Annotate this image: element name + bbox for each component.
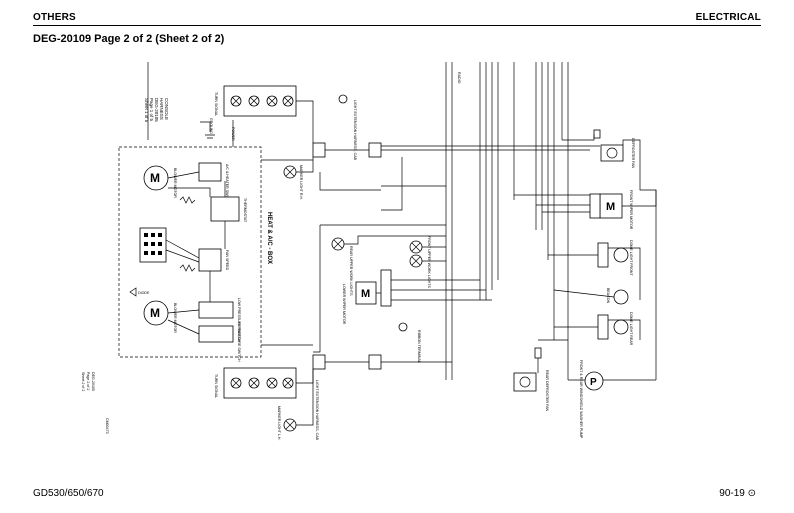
section-header-left: OTHERS: [33, 12, 76, 23]
dome-light-front-icon: [613, 247, 629, 263]
beacon-label: BEACON: [606, 288, 610, 304]
rear-defroster-fan: [513, 372, 537, 392]
connector-top-right: [368, 142, 382, 158]
washer-pump-label: FRONT & REAR WINDSHIELD WASHER PUMP: [579, 360, 583, 439]
thermostat: [210, 196, 240, 222]
console-ref-line5: Sheet 1 of 5: [144, 98, 149, 123]
hi-pressure-switch: [198, 325, 234, 343]
defroster-fan-label: DEFROSTER FAN: [631, 138, 635, 169]
side-ref: DEG-20105 Page 2 of 2 Sheet 2 of 2: [81, 372, 95, 391]
hi-pressure-switch-label: HI PRESSURE SWITCH: [237, 322, 241, 362]
front-wiper-connector: [589, 193, 601, 219]
console-ref-line1: CONSOLE: [164, 98, 169, 120]
front-wiper-motor-label: FRONT WIPER MOTOR: [629, 190, 633, 230]
box-internal-wires: [165, 171, 226, 335]
console-ref-line2: HARNESS: [159, 98, 164, 120]
rear-upper-work-lights-label: REAR UPPER WORK LIGHTS: [349, 246, 353, 296]
ribbon-terminal-label: RIBBON TERMINAL: [417, 330, 421, 363]
lower-wiper-motor-label: LOWER WIPER MOTOR: [342, 284, 346, 325]
ac-heater-switch: [198, 162, 222, 182]
marker-light-rh-label: MARKER LIGHT R.H.: [299, 165, 303, 200]
front-upper-work-lights-label: FRONT UPPER WORK LIGHTS: [427, 236, 431, 288]
header-rule: [33, 25, 761, 26]
diode-icon: [129, 287, 137, 297]
light-extension-top-label: LIGHT EXTENSION HARNESS, CAB: [353, 100, 357, 161]
side-ref-code: CM00473: [105, 418, 109, 434]
console-ref-line3: DEG-20105: [154, 98, 159, 122]
thermostat-label: THERMOSTAT: [243, 198, 247, 223]
resistor-zigzag-2: [179, 264, 196, 272]
footer-page: 90-19 ⊙: [719, 488, 756, 499]
resistor-grid-dots: [144, 233, 162, 255]
ground-label: GROUND: [209, 118, 213, 134]
side-ref-line2: Page 2 of 2: [86, 372, 90, 390]
connector-bottom-right: [368, 354, 382, 370]
washer-pump-icon: [584, 371, 604, 391]
dome-light-front-connector: [597, 242, 609, 268]
defroster-fan: [600, 144, 624, 162]
light-extension-bottom-label: LIGHT EXTENSION HARNESS, CAB: [315, 380, 319, 441]
ac-heater-switch-label: A/C & HEATER SWITCH: [225, 164, 229, 204]
turn-signal-top-label: TURN SIGNAL: [214, 92, 218, 116]
dome-light-rear-connector: [597, 314, 609, 340]
console-ref-line4: Page 1 of 5: [149, 98, 154, 122]
dome-light-rear-label: DOME LIGHT REAR: [629, 312, 633, 346]
rear-defroster-fuse: [534, 347, 542, 359]
heat-ac-box-label: HEAT & A/C - BOX: [266, 212, 272, 264]
radio-ref-top: [338, 94, 348, 104]
side-ref-line3: Sheet 2 of 2: [81, 372, 85, 391]
dome-light-front-label: DOME LIGHT FRONT: [629, 240, 633, 276]
connector-wiper: [380, 269, 392, 307]
svg-text:M: M: [150, 306, 160, 320]
dome-light-rear-icon: [613, 319, 629, 335]
fan-speed-label: FAN SPEED: [225, 250, 229, 271]
blower-motor-bottom-label: BLOWER MOTOR: [173, 303, 177, 333]
connector-bottom-left: [312, 354, 326, 370]
low-pressure-switch: [198, 301, 234, 319]
horizontal-wires: [232, 100, 657, 426]
diode-label: DIODE: [138, 291, 150, 295]
low-pressure-switch-label: LOW PRESSURE SWITCH: [237, 298, 241, 343]
heat-ac-box-label-group: HEAT & A/C - BOX: [266, 212, 272, 264]
svg-text:P: P: [590, 377, 597, 388]
page-title: DEG-20109 Page 2 of 2 (Sheet 2 of 2): [33, 33, 225, 45]
radio-ref-bottom: [398, 322, 408, 332]
blower-motor-top-label: BLOWER MOTOR: [173, 168, 177, 198]
beacon-icon: [613, 289, 629, 305]
defroster-fuse: [593, 129, 601, 139]
connector-top-left: [312, 142, 326, 158]
cab-radio-label: RADIO: [457, 72, 461, 84]
svg-text:M: M: [150, 171, 160, 185]
section-header-right: ELECTRICAL: [695, 12, 761, 23]
side-ref-line1: DEG-20105: [91, 372, 95, 391]
top-lamps: [230, 95, 294, 107]
fan-speed-switch: [198, 248, 222, 272]
svg-text:M: M: [361, 288, 370, 300]
console-harness-ref: CONSOLE HARNESS DEG-20105 Page 1 of 5 Sh…: [144, 98, 169, 123]
ground-symbol: [200, 121, 215, 139]
bottom-lamps: [230, 377, 294, 389]
svg-text:M: M: [606, 201, 615, 213]
marker-light-lh-label: MARKER LIGHT L.H.: [277, 406, 281, 440]
footer-model: GD530/650/670: [33, 488, 104, 499]
turn-signal-bottom-label: TURN SIGNAL: [214, 374, 218, 398]
rear-defroster-fan-label: REAR DEFROSTER FAN: [545, 370, 549, 412]
heat-ac-box: [118, 146, 262, 358]
resistor-zigzag-1: [179, 196, 196, 204]
